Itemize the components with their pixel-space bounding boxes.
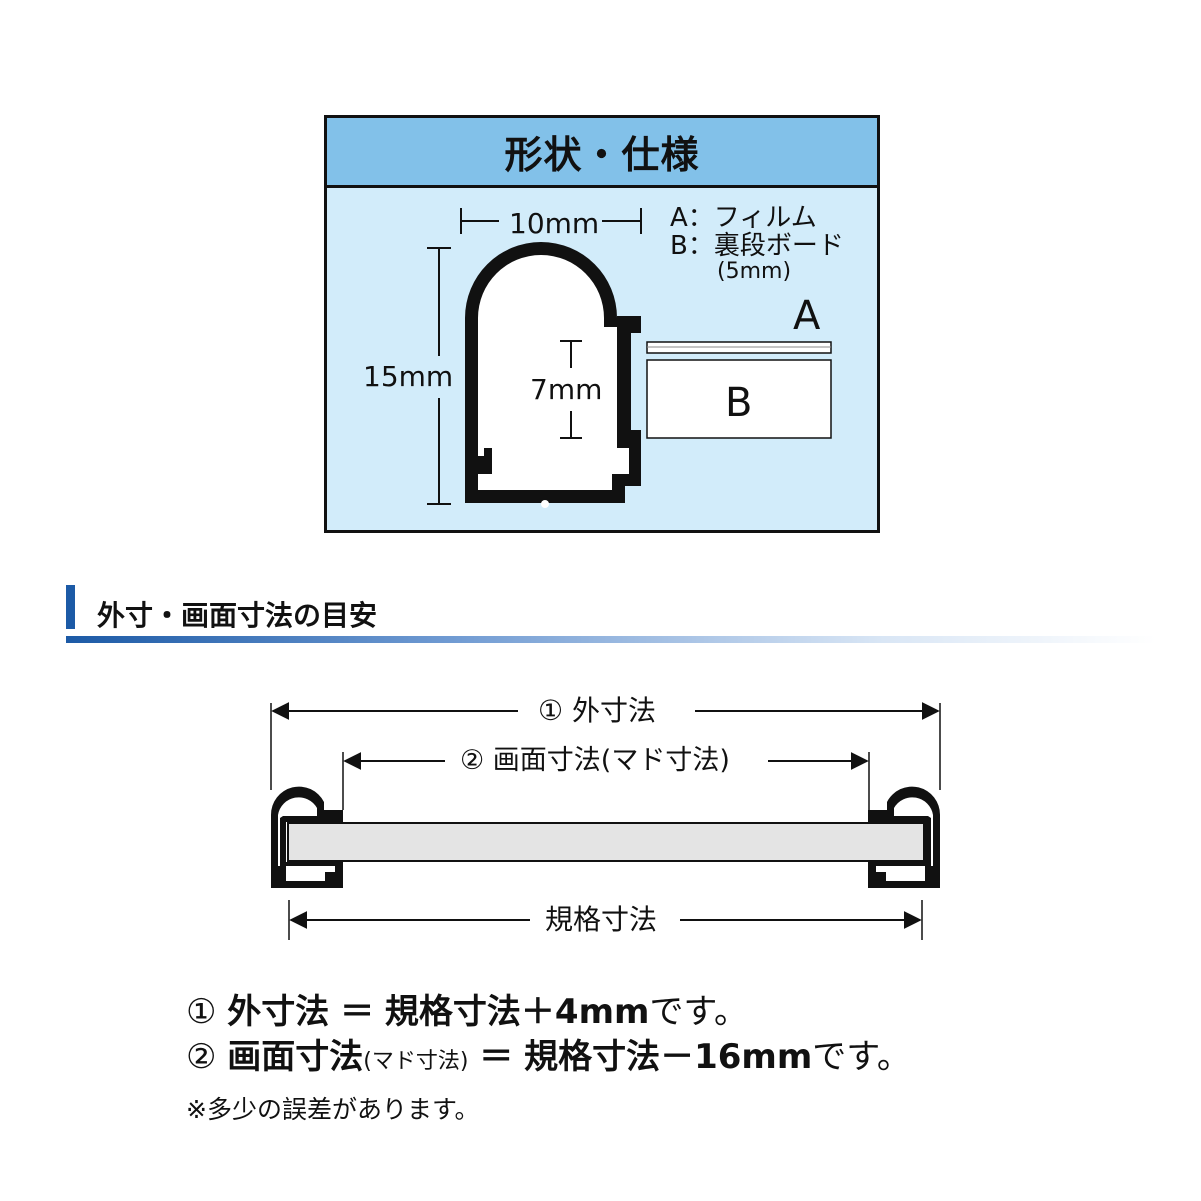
- width-dimension-label: 10mm: [509, 207, 600, 240]
- note1-equals: ＝: [340, 992, 375, 1032]
- note-window-size: ② 画面寸法(マド寸法) ＝ 規格寸法－16mmです。: [186, 1040, 911, 1074]
- section-title: 外寸・画面寸法の目安: [97, 599, 378, 632]
- note-outer-size: ① 外寸法 ＝ 規格寸法＋4mmです。: [186, 995, 748, 1029]
- spec-panel: 形状・仕様 10mm 15mm 7mm A：フィルム B：裏段ボード (: [324, 115, 880, 533]
- standard-dimension-label: 規格寸法: [545, 903, 658, 936]
- note2-term: 画面寸法: [227, 1037, 364, 1077]
- outer-dimension-label: ① 外寸法: [538, 694, 657, 727]
- legend-b: B：裏段ボード: [670, 231, 844, 261]
- note2-equals: ＝: [479, 1037, 514, 1077]
- frame-profile-diagram: [427, 208, 832, 508]
- label-a: A: [793, 293, 821, 339]
- note1-term: 外寸法: [227, 992, 330, 1032]
- spec-title: 形状・仕様: [327, 118, 877, 188]
- legend-a: A：フィルム: [670, 203, 817, 233]
- legend-b-note: (5mm): [717, 259, 792, 284]
- height-dimension-label: 15mm: [363, 360, 454, 393]
- note2-number: ②: [186, 1037, 217, 1077]
- backing-board: [646, 359, 832, 439]
- note2-value: 規格寸法－16mm: [524, 1037, 813, 1077]
- note2-qualifier: (マド寸法): [363, 1049, 469, 1074]
- frame-profile-inner: [478, 255, 629, 490]
- note1-value: 規格寸法＋4mm: [384, 992, 650, 1032]
- tolerance-footnote: ※多少の誤差があります。: [186, 1095, 480, 1124]
- label-b: B: [725, 380, 753, 426]
- section-accent-bar: [66, 585, 75, 629]
- window-dimension-label: ② 画面寸法(マド寸法): [460, 745, 730, 776]
- section-underline: [66, 636, 1156, 643]
- note1-number: ①: [186, 992, 217, 1032]
- inner-dimension-label: 7mm: [530, 373, 603, 406]
- panel-board: [287, 822, 925, 862]
- note1-tail: です。: [649, 992, 749, 1032]
- note2-tail: です。: [812, 1037, 911, 1077]
